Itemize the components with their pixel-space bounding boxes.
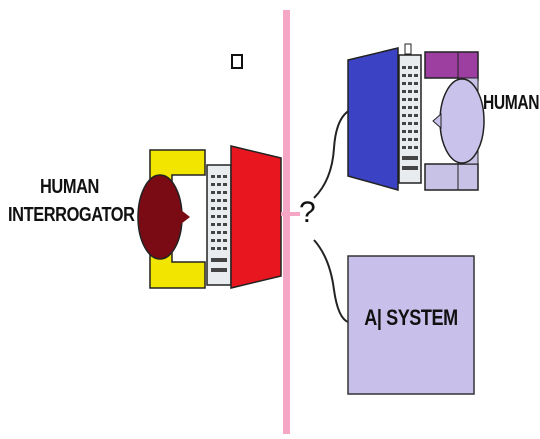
interrogator-keyboard [206, 164, 232, 286]
human-keyboard [398, 43, 422, 184]
divider-wall [283, 10, 290, 434]
human-label: HUMAN [483, 92, 540, 114]
human-terminal [347, 47, 399, 191]
connector-to-human [313, 109, 351, 199]
ai-system-box [347, 255, 475, 395]
human-head [432, 78, 485, 164]
interrogator-head [137, 174, 190, 260]
human-interrogator-label-line2: INTERROGATOR [8, 204, 135, 226]
human-interrogator-label-line1: HUMAN [40, 176, 99, 198]
small-square-icon [231, 54, 243, 69]
ai-system-label: A| SYSTEM [364, 305, 458, 330]
interrogator-terminal [230, 145, 282, 289]
connector-to-ai [313, 239, 349, 323]
question-mark: ? [299, 196, 316, 229]
